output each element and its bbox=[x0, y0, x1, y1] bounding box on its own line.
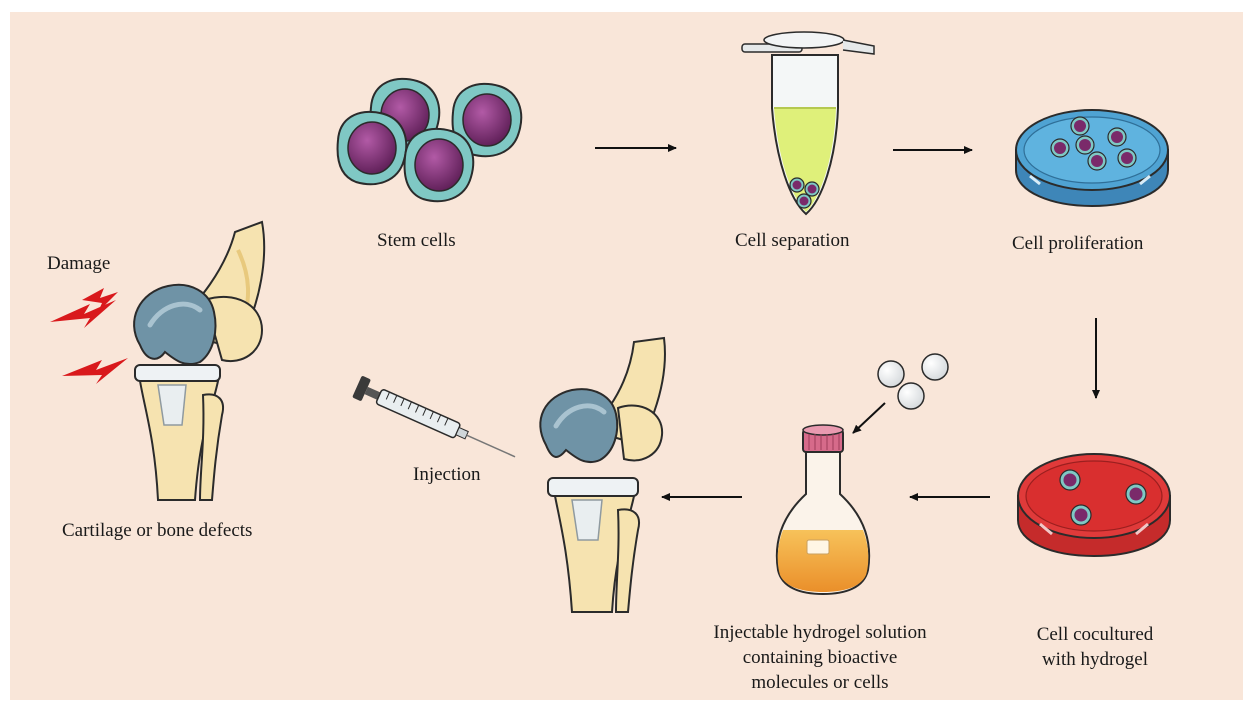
label-cell-separation: Cell separation bbox=[735, 228, 850, 253]
label-cell-proliferation: Cell proliferation bbox=[1012, 231, 1143, 256]
label-coculture-line-2: with hydrogel bbox=[1010, 647, 1180, 672]
red-culture-dish bbox=[1018, 454, 1170, 556]
label-injection: Injection bbox=[413, 462, 481, 487]
label-coculture-line-1: Cell cocultured bbox=[1010, 622, 1180, 647]
label-stem-cells: Stem cells bbox=[377, 228, 456, 253]
label-hydrogel-line-2: containing bioactive bbox=[690, 645, 950, 670]
label-hydrogel-line-1: Injectable hydrogel solution bbox=[690, 620, 950, 645]
label-defects: Cartilage or bone defects bbox=[62, 518, 252, 543]
label-damage: Damage bbox=[47, 251, 110, 276]
label-cell-cocultured: Cell cocultured with hydrogel bbox=[1010, 622, 1180, 672]
label-hydrogel-line-3: molecules or cells bbox=[690, 670, 950, 695]
label-hydrogel-solution: Injectable hydrogel solution containing … bbox=[690, 620, 950, 695]
blue-culture-dish bbox=[1016, 110, 1168, 206]
